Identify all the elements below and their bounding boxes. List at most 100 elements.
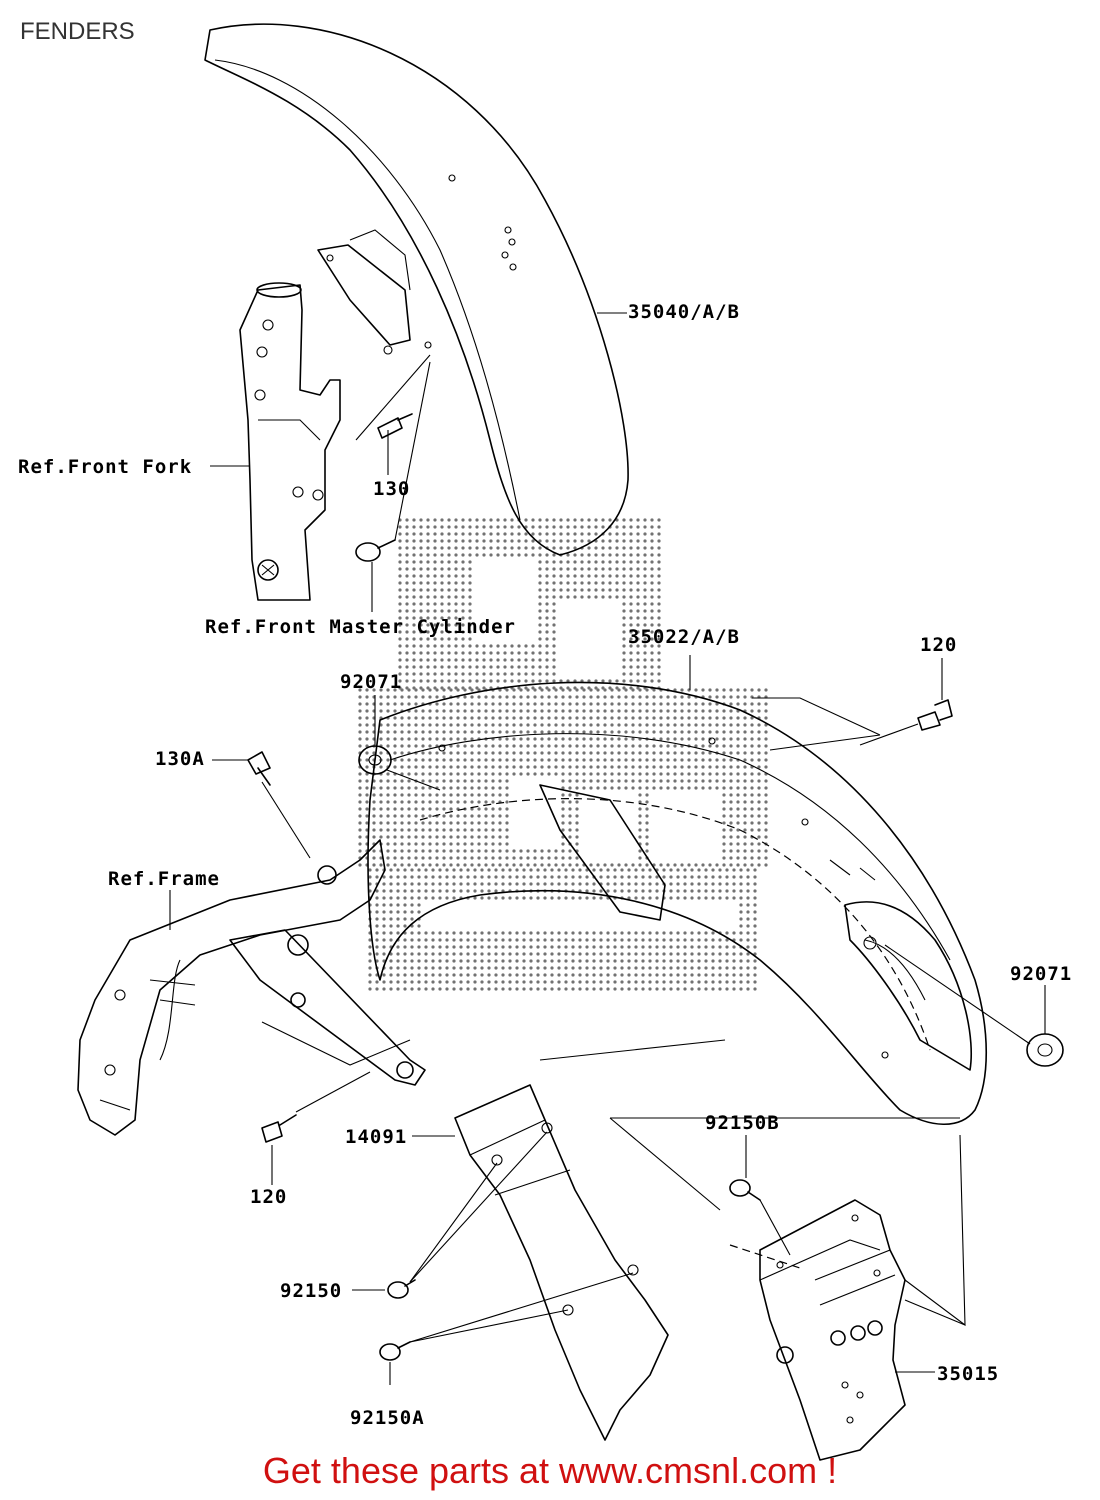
watermark-dot: [393, 688, 397, 692]
watermark-dot: [743, 758, 747, 762]
watermark-dot: [571, 868, 575, 872]
watermark-dot: [454, 644, 458, 648]
watermark-dot: [358, 688, 362, 692]
watermark-dot: [552, 546, 556, 550]
watermark-dot: [594, 686, 598, 690]
watermark-dot: [393, 856, 397, 860]
watermark-dot: [568, 695, 572, 699]
watermark-dot: [477, 772, 481, 776]
watermark-dot: [568, 828, 572, 832]
watermark-dot: [501, 931, 505, 935]
watermark-dot: [655, 931, 659, 935]
watermark-dot: [529, 980, 533, 984]
watermark-dot: [482, 525, 486, 529]
watermark-dot: [722, 842, 726, 846]
watermark-dot: [711, 868, 715, 872]
bolt-130-part[interactable]: [377, 413, 413, 439]
watermark-dot: [592, 987, 596, 991]
watermark-dot: [645, 800, 649, 804]
watermark-dot: [454, 595, 458, 599]
watermark-dot: [442, 730, 446, 734]
watermark-dot: [666, 723, 670, 727]
watermark-dot: [620, 889, 624, 893]
watermark-dot: [704, 952, 708, 956]
watermark-dot: [473, 868, 477, 872]
watermark-dot: [687, 765, 691, 769]
watermark-dot: [410, 987, 414, 991]
watermark-dot: [606, 945, 610, 949]
watermark-dot: [449, 807, 453, 811]
watermark-dot: [445, 980, 449, 984]
watermark-dot: [620, 875, 624, 879]
watermark-dot: [750, 849, 754, 853]
watermark-dot: [405, 560, 409, 564]
watermark-dot: [736, 772, 740, 776]
watermark-dot: [382, 924, 386, 928]
watermark-dot: [456, 709, 460, 713]
watermark-dot: [575, 765, 579, 769]
watermark-dot: [533, 730, 537, 734]
watermark-dot: [531, 644, 535, 648]
watermark-dot: [578, 931, 582, 935]
watermark-dot: [753, 889, 757, 893]
watermark-dot: [708, 863, 712, 867]
watermark-dot: [440, 595, 444, 599]
front-fender-part[interactable]: [204, 23, 629, 556]
watermark-dot: [419, 553, 423, 557]
watermark-dot: [454, 651, 458, 655]
watermark-dot: [697, 987, 701, 991]
bolt-120-bottom-part[interactable]: [261, 1114, 297, 1143]
watermark-dot: [414, 800, 418, 804]
watermark-dot: [547, 758, 551, 762]
footer-promo-link[interactable]: Get these parts at www.cmsnl.com !: [262, 1450, 838, 1491]
bracket-35015-part[interactable]: [759, 1199, 906, 1461]
watermark-dot: [564, 931, 568, 935]
watermark-dot: [764, 828, 768, 832]
watermark-dot: [634, 938, 638, 942]
watermark-dot: [550, 896, 554, 900]
watermark-dot: [568, 863, 572, 867]
grommet-92071-top-part[interactable]: [358, 745, 392, 775]
bolt-92150b-part[interactable]: [729, 1179, 761, 1201]
watermark-dot: [552, 574, 556, 578]
bolt-92150-part[interactable]: [387, 1279, 416, 1299]
watermark-dot: [540, 744, 544, 748]
watermark-dot: [428, 800, 432, 804]
watermark-dot: [711, 966, 715, 970]
grommet-92071-right-part[interactable]: [1026, 1033, 1064, 1067]
watermark-dot: [447, 588, 451, 592]
watermark-dot: [582, 730, 586, 734]
watermark-dot: [725, 889, 729, 893]
watermark-dot: [531, 651, 535, 655]
watermark-dot: [636, 665, 640, 669]
watermark-dot: [606, 882, 610, 886]
watermark-dot: [694, 702, 698, 706]
watermark-dot: [515, 896, 519, 900]
watermark-dot: [659, 709, 663, 713]
watermark-dot: [650, 679, 654, 683]
rear-fender-part[interactable]: [367, 681, 988, 1126]
watermark-dot: [557, 868, 561, 872]
watermark-dot: [650, 539, 654, 543]
watermark-dot: [631, 688, 635, 692]
watermark-dot: [554, 849, 558, 853]
bolt-120-top-part[interactable]: [917, 699, 953, 731]
bolt-92150a-part[interactable]: [379, 1341, 411, 1361]
watermark-dot: [389, 917, 393, 921]
watermark-dot: [594, 546, 598, 550]
watermark-dot: [554, 716, 558, 720]
watermark-dot: [557, 938, 561, 942]
watermark-dot: [515, 868, 519, 872]
master-cylinder-fitting: [355, 539, 396, 562]
watermark-dot: [764, 807, 768, 811]
watermark-dot: [622, 546, 626, 550]
watermark-dot: [496, 651, 500, 655]
watermark-dot: [666, 716, 670, 720]
flap-14091-part[interactable]: [454, 1084, 669, 1441]
watermark-dot: [764, 751, 768, 755]
watermark-dot: [636, 602, 640, 606]
watermark-dot: [505, 807, 509, 811]
watermark-dot: [617, 688, 621, 692]
watermark-dot: [636, 581, 640, 585]
bolt-130a-part[interactable]: [247, 751, 271, 786]
